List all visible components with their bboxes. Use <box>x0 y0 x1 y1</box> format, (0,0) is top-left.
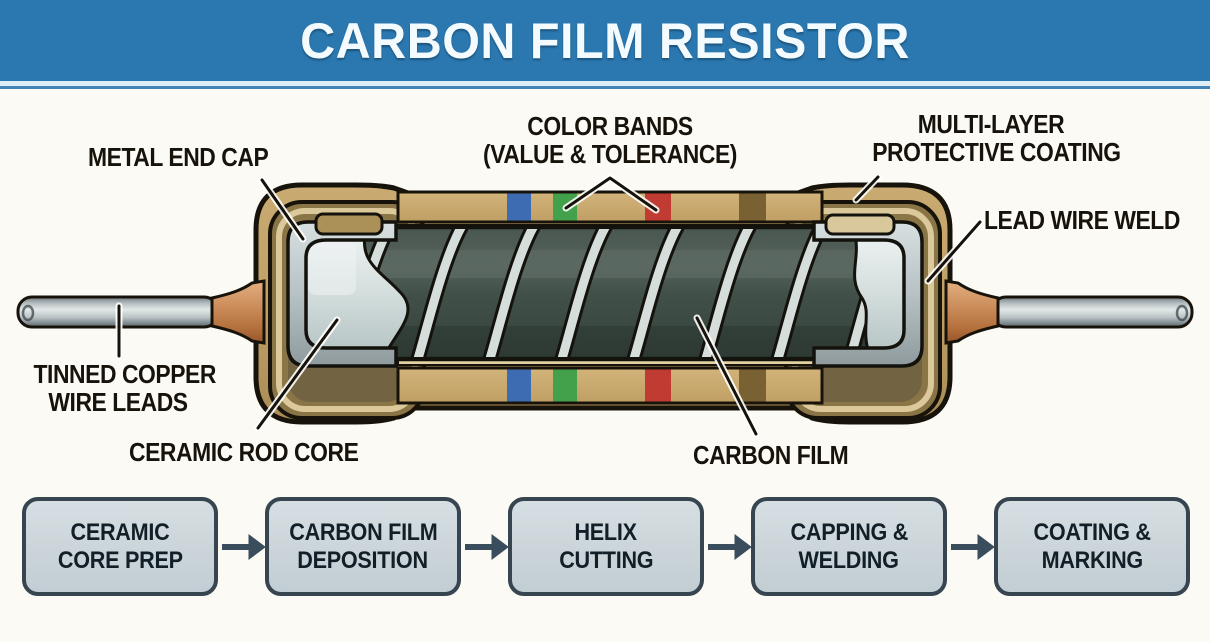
label-protective-coating: MULTI-LAYER PROTECTIVE COATING <box>872 109 1121 167</box>
label-color-bands: COLOR BANDS (VALUE & TOLERANCE) <box>476 112 744 168</box>
flow-step-label: CARBON FILM <box>288 518 438 546</box>
label-color-bands-line2: (VALUE & TOLERANCE) <box>483 139 737 169</box>
flow-step-ceramic-core-prep: CERAMIC CORE PREP <box>22 497 218 596</box>
label-lead-wire-weld: LEAD WIRE WELD <box>984 205 1180 235</box>
flow-step-carbon-film-deposition: CARBON FILM DEPOSITION <box>265 497 461 596</box>
lead-wire-weld-art <box>210 279 1000 345</box>
label-color-bands-line1: COLOR BANDS <box>527 111 693 141</box>
flow-step-coating-marking: COATING & MARKING <box>994 497 1190 596</box>
label-metal-end-cap: METAL END CAP <box>88 142 269 172</box>
flow-step-label: CORE PREP <box>57 546 183 574</box>
label-ceramic-rod-core: CERAMIC ROD CORE <box>129 437 359 467</box>
label-protective-coating-line1: MULTI-LAYER <box>917 109 1065 139</box>
flow-step-label: WELDING <box>798 546 900 574</box>
arrow-right-icon <box>222 534 266 560</box>
flow-step-label: DEPOSITION <box>297 546 429 574</box>
label-carbon-film: CARBON FILM <box>693 440 849 470</box>
flow-step-label: CAPPING & <box>790 518 908 546</box>
header-divider-light <box>0 81 1210 86</box>
flow-arrows <box>222 534 995 560</box>
header-bar: CARBON FILM RESISTOR <box>0 0 1210 81</box>
arrow-right-icon <box>951 534 995 560</box>
arrow-right-icon <box>708 534 752 560</box>
arrow-right-icon <box>465 534 509 560</box>
page-title: CARBON FILM RESISTOR <box>300 12 910 69</box>
header-divider-dark <box>0 86 1210 89</box>
flow-step-label: HELIX <box>574 518 638 546</box>
flow-step-label: CERAMIC <box>70 518 170 546</box>
flow-step-label: CUTTING <box>558 546 654 574</box>
label-wire-leads-line2: WIRE LEADS <box>48 387 188 417</box>
leader-lines <box>115 173 984 438</box>
flow-step-label: MARKING <box>1041 546 1143 574</box>
label-tinned-copper-wire-leads: TINNED COPPER WIRE LEADS <box>33 359 217 417</box>
flow-step-label: COATING & <box>1033 518 1151 546</box>
flow-step-helix-cutting: HELIX CUTTING <box>508 497 704 596</box>
label-protective-coating-line2: PROTECTIVE COATING <box>872 137 1121 167</box>
label-wire-leads-line1: TINNED COPPER <box>33 359 217 389</box>
flow-step-capping-welding: CAPPING & WELDING <box>751 497 947 596</box>
color-band-strips-art <box>396 190 824 405</box>
